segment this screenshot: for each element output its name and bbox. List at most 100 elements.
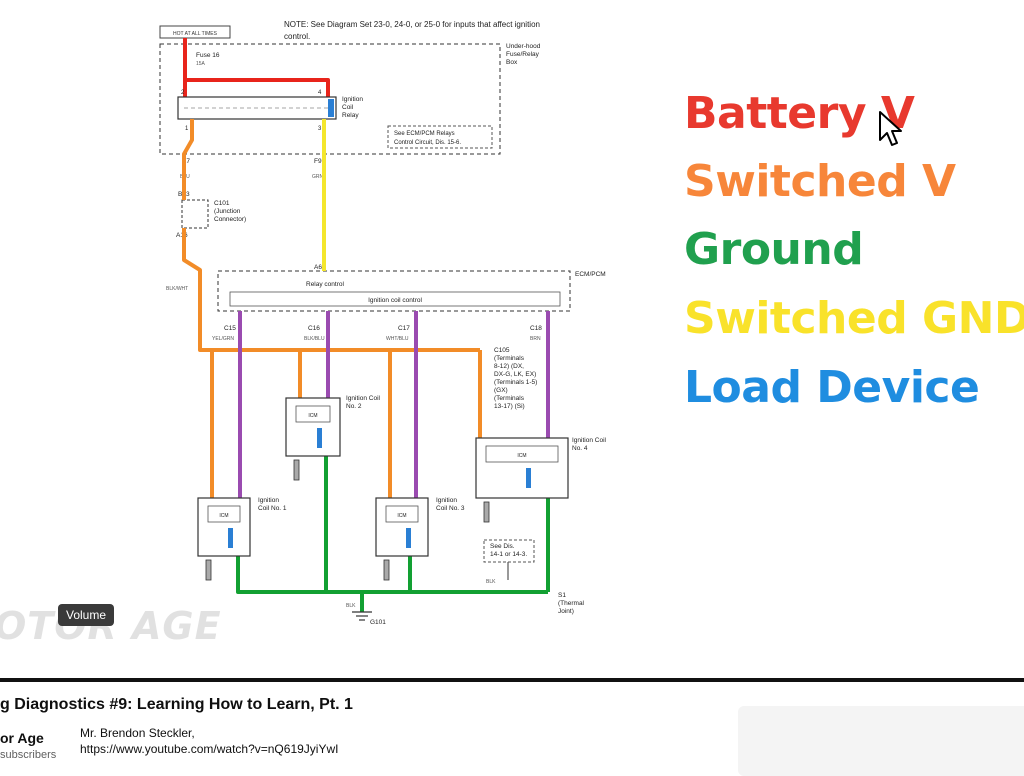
note-text: NOTE: See Diagram Set 23-0, 24-0, or 25-…	[284, 20, 540, 29]
load-device-marker	[317, 428, 322, 448]
c105-label-4: DX-G, LK, EX)	[494, 371, 536, 378]
underhood-label: Under-hood	[506, 43, 541, 50]
c101-connector	[181, 199, 209, 229]
c101-label-3: Connector)	[214, 216, 246, 223]
c105-label-5: (Terminals 1-5)	[494, 379, 537, 386]
side-panel	[738, 706, 1024, 776]
relay-pin-2: 2	[181, 90, 185, 96]
legend-switched-v: Switched V	[684, 156, 956, 207]
legend-switched-gnd: Switched GND	[684, 293, 1024, 344]
relay-pin-1: 1	[185, 126, 189, 132]
spark-plug-icon	[383, 559, 390, 581]
spark-plug-icon	[205, 559, 212, 581]
c101-label: C101	[214, 200, 230, 207]
relay-label-2: Coil	[342, 104, 354, 111]
subscriber-count: subscribers	[0, 749, 57, 761]
relay-label-3: Relay	[342, 112, 359, 119]
icm-label: ICM	[219, 513, 228, 519]
switched-v-bus	[198, 342, 480, 352]
ignition-coil-control-label: Ignition coil control	[368, 297, 422, 304]
video-progress-bar[interactable]	[0, 678, 1024, 682]
icm-label: ICM	[397, 513, 406, 519]
pin-f9: F9	[314, 158, 322, 165]
credit-url-link[interactable]: https://www.youtube.com/watch?v=nQ619Jyi…	[80, 742, 339, 756]
coil-label: Ignition Coil	[572, 437, 607, 444]
relay-note-2: Control Circuit, Dis. 15-6.	[394, 140, 461, 146]
ecm-pcm-box	[217, 270, 571, 312]
legend-load-device: Load Device	[684, 362, 980, 413]
spark-plug-icon	[293, 459, 300, 481]
c105-label-8: 13-17) (Si)	[494, 403, 525, 410]
mouse-cursor-icon	[879, 111, 902, 146]
wire-wht-blu-label: WHT/BLU	[386, 336, 409, 342]
channel-name[interactable]: or Age	[0, 730, 44, 746]
relay-coil-marker	[328, 99, 334, 117]
pin-c16: C16	[308, 325, 320, 332]
video-player[interactable]: HOT AT ALL TIMES NOTE: See Diagram Set 2…	[0, 0, 1024, 680]
wire-blk-label: BLK	[346, 603, 356, 609]
see-dis-box	[483, 539, 535, 563]
coil-label: Ignition	[436, 497, 457, 504]
battery-wire	[183, 38, 330, 97]
coil-label: No. 2	[346, 403, 362, 410]
wire-blk-label-2: BLK	[486, 579, 496, 585]
c105-label-7: (Terminals	[494, 395, 525, 402]
icm-label: ICM	[308, 413, 317, 419]
relay-control-label: Relay control	[306, 281, 344, 288]
coil-label: Ignition	[258, 497, 279, 504]
relay-pin-4: 4	[318, 90, 322, 96]
load-device-marker	[406, 528, 411, 548]
hot-at-all-times-label: HOT AT ALL TIMES	[173, 31, 218, 37]
fuse-label: Fuse 16	[196, 52, 220, 59]
switched-v-wire-down	[182, 228, 202, 342]
pin-a16: A16	[176, 232, 188, 239]
coil-label: Coil No. 3	[436, 505, 465, 512]
volume-tooltip: Volume	[58, 604, 115, 626]
see-dis-label: See Dis.	[490, 543, 515, 550]
ecm-label: ECM/PCM	[575, 271, 606, 278]
see-dis-label-2: 14-1 or 14-3.	[490, 551, 527, 558]
relay-note: See ECM/PCM Relays	[394, 131, 455, 137]
load-device-marker	[526, 468, 531, 488]
wire-blk-blu-label: BLK/BLU	[304, 336, 325, 342]
wiring-diagram: HOT AT ALL TIMES NOTE: See Diagram Set 2…	[159, 20, 607, 626]
pin-c17: C17	[398, 325, 410, 332]
note-text-cont: control.	[284, 32, 310, 41]
s1-label-2: (Thermal	[558, 600, 585, 607]
wire-yel-grn-label: YEL/GRN	[212, 336, 234, 342]
pin-e7: E7	[182, 158, 190, 165]
spark-plug-icon	[483, 501, 490, 523]
legend-ground: Ground	[684, 224, 864, 275]
underhood-label-3: Box	[506, 59, 518, 66]
video-title: g Diagnostics #9: Learning How to Learn,…	[0, 696, 353, 713]
credit-name: Mr. Brendon Steckler,	[80, 726, 195, 740]
coil-label: Ignition Coil	[346, 395, 381, 402]
c105-label-3: 8-12) (DX,	[494, 363, 524, 370]
relay-label: Ignition	[342, 96, 363, 103]
c105-label-6: (GX)	[494, 387, 508, 394]
ignition-coil-control-box	[229, 291, 561, 307]
hot-at-all-times-box	[159, 25, 231, 39]
pin-a6: A6	[314, 264, 322, 271]
s1-label-3: Joint)	[558, 608, 574, 615]
wire-grn-label: GRN	[312, 174, 324, 180]
wire-brn-label: BRN	[530, 336, 541, 342]
video-info-panel: g Diagnostics #9: Learning How to Learn,…	[0, 682, 1024, 776]
underhood-label-2: Fuse/Relay	[506, 51, 540, 58]
icm-label: ICM	[517, 453, 526, 459]
s1-label: S1	[558, 592, 566, 599]
pin-c18: C18	[530, 325, 542, 332]
g101-label: G101	[370, 619, 386, 626]
coil-label: Coil No. 1	[258, 505, 287, 512]
c105-label-2: (Terminals	[494, 355, 525, 362]
underhood-fuse-box	[159, 43, 501, 155]
pin-c15: C15	[224, 325, 236, 332]
legend-battery-v: Battery V	[684, 88, 915, 139]
fuse-amp-label: 15A	[196, 61, 206, 67]
coil-label: No. 4	[572, 445, 588, 452]
c101-label-2: (Junction	[214, 208, 241, 215]
